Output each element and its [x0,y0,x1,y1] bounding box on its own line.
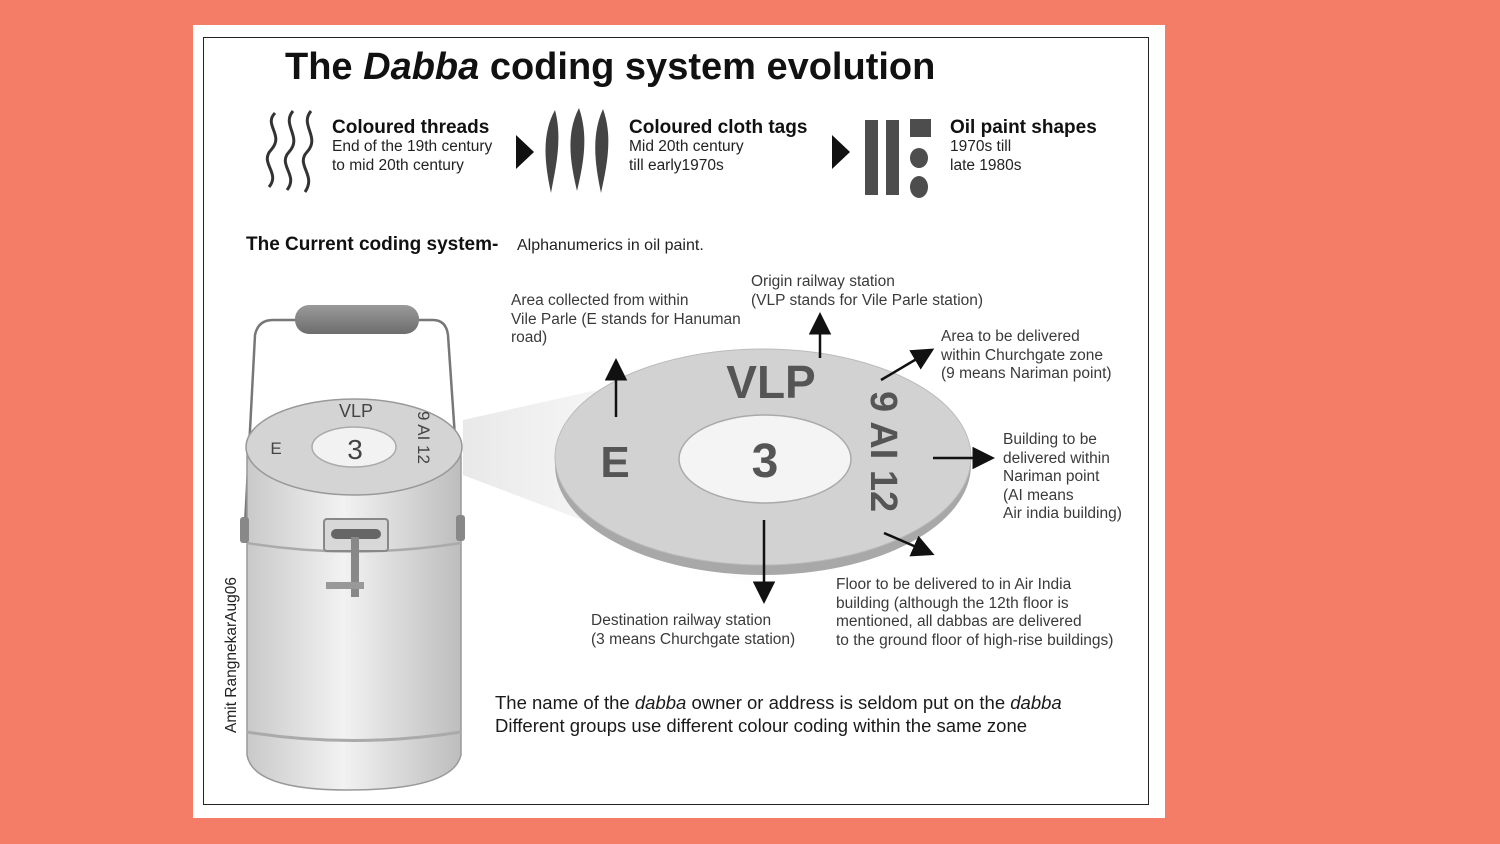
stage-cloth-title: Coloured cloth tags [629,117,808,138]
timeline-arrow-icon [832,135,850,169]
bottom-note-line2: Different groups use different colour co… [495,715,1028,736]
annotation-destination: Destination railway station(3 means Chur… [591,612,796,648]
threads-icon [265,110,314,193]
stage-threads-line1: End of the 19th century [332,138,493,155]
page-title: The Dabba coding system evolution [285,46,936,88]
stage-threads-line2: to mid 20th century [332,157,464,174]
annotation-arrows [604,312,995,604]
lid-center-code: 3 [752,435,779,488]
stage-paint-title: Oil paint shapes [950,117,1097,138]
timeline-arrow-icon [516,135,534,169]
illustration-layer: VLP E 3 9 AI 12 VLP E 3 9 AI 12 [240,108,995,791]
cloth-tags-icon [545,108,609,193]
can-lid-right-code: 9 AI 12 [414,411,433,464]
stage-paint-line2: late 1980s [950,157,1022,174]
author-credit: Amit RangnekarAug06 [223,577,240,733]
bottom-note-line1: The name of the dabba owner or address i… [495,692,1062,713]
can-lid-top-code: VLP [339,401,373,421]
current-system-note: Alphanumerics in oil paint. [517,237,704,254]
annotation-origin: Origin railway station(VLP stands for Vi… [751,273,984,309]
current-system-label: The Current coding system- [246,234,499,255]
paint-shapes-icon [865,119,931,198]
stage-threads-title: Coloured threads [332,117,490,138]
enlarged-lid [554,348,972,575]
infographic-frame [203,37,1149,805]
lid-top-code: VLP [726,356,815,408]
stage-cloth-line1: Mid 20th century [629,138,744,155]
stage-cloth-line2: till early1970s [629,157,724,174]
infographic-sheet: VLP E 3 9 AI 12 VLP E 3 9 AI 12 The Dabb… [193,25,1165,818]
lid-left-code: E [600,438,629,487]
can-lid-left-code: E [270,439,281,458]
dabba-can [240,305,465,791]
lid-right-code: 9 AI 12 [862,391,904,512]
stage-paint-line1: 1970s till [950,138,1012,155]
can-lid-center-code: 3 [347,434,363,465]
